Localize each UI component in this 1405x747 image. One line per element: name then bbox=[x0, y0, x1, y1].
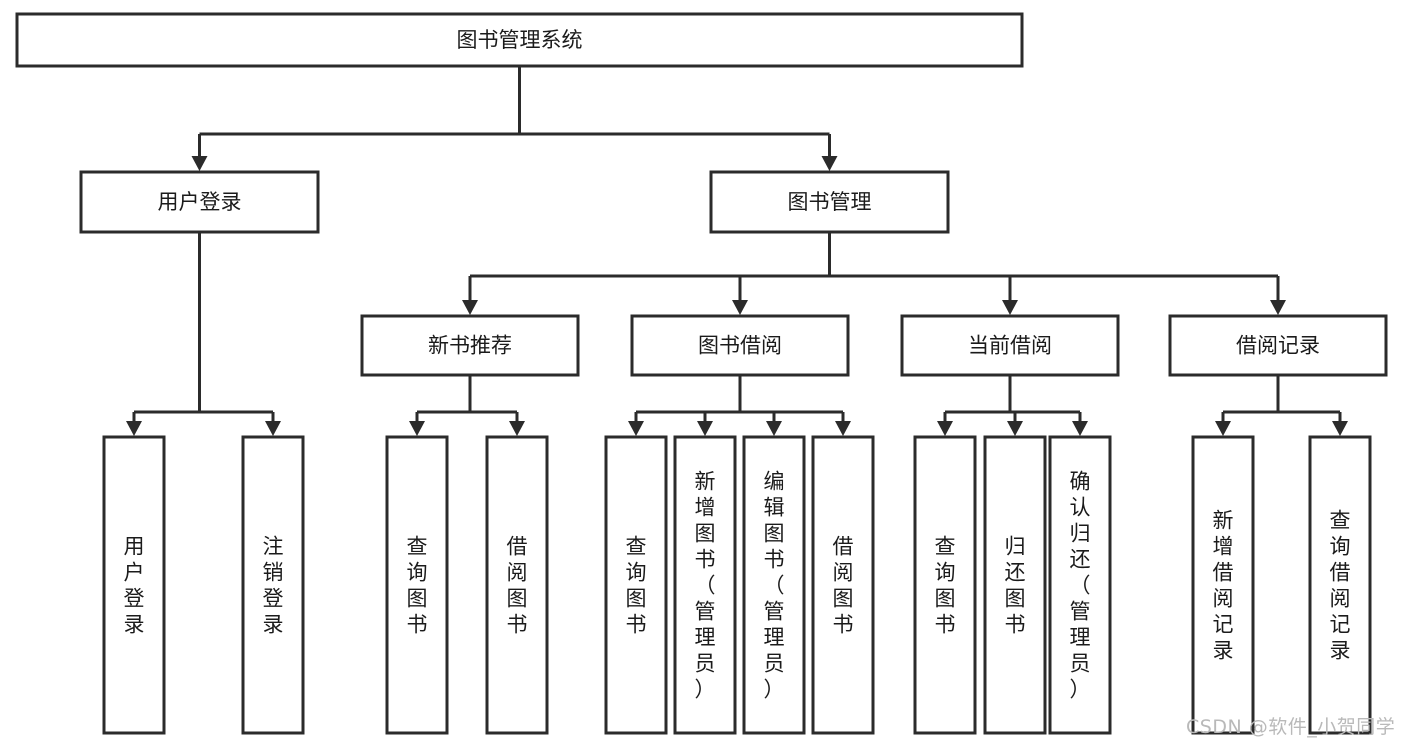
node-box bbox=[900, 314, 1120, 377]
arrow-head-icon bbox=[1002, 300, 1018, 315]
node-label: 借阅图书 bbox=[833, 534, 854, 636]
edges-layer bbox=[126, 66, 1348, 436]
node-box bbox=[1191, 435, 1255, 735]
arrow-head-icon bbox=[462, 300, 478, 315]
node-box bbox=[15, 12, 1024, 68]
node-box bbox=[983, 435, 1047, 735]
arrow-head-icon bbox=[1072, 421, 1088, 436]
node-label: 查询借阅记录 bbox=[1330, 508, 1351, 662]
node-box bbox=[1048, 435, 1112, 735]
arrow-head-icon bbox=[697, 421, 713, 436]
node-box bbox=[913, 435, 977, 735]
node-label: 图书管理 bbox=[788, 190, 872, 214]
arrow-head-icon bbox=[509, 421, 525, 436]
node-l2_b[interactable]: 图书管理 bbox=[709, 170, 950, 234]
node-root[interactable]: 图书管理系统 bbox=[15, 12, 1024, 68]
node-label: 查询图书 bbox=[626, 534, 647, 636]
arrow-head-icon bbox=[628, 421, 644, 436]
node-box bbox=[811, 435, 875, 735]
node-label: 新书推荐 bbox=[428, 334, 512, 358]
node-label: 当前借阅 bbox=[968, 334, 1052, 358]
arrow-head-icon bbox=[409, 421, 425, 436]
node-label: 借阅图书 bbox=[507, 534, 528, 636]
node-leaf_c4[interactable]: 借阅图书 bbox=[811, 435, 875, 735]
node-box bbox=[102, 435, 166, 735]
arrow-head-icon bbox=[835, 421, 851, 436]
node-leaf_d3[interactable]: 确认归还（管理员） bbox=[1048, 435, 1112, 735]
node-label: 用户登录 bbox=[158, 190, 242, 214]
node-label: 借阅记录 bbox=[1236, 334, 1320, 358]
arrow-head-icon bbox=[126, 421, 142, 436]
node-label: 编辑图书（管理员） bbox=[764, 469, 785, 701]
node-label: 图书管理系统 bbox=[457, 28, 583, 52]
node-label: 查询图书 bbox=[407, 534, 428, 636]
node-label: 注销登录 bbox=[263, 534, 284, 636]
arrow-head-icon bbox=[191, 156, 208, 171]
node-leaf_d2[interactable]: 归还图书 bbox=[983, 435, 1047, 735]
arrow-head-icon bbox=[766, 421, 782, 436]
node-leaf_d1[interactable]: 查询图书 bbox=[913, 435, 977, 735]
node-label: 查询图书 bbox=[935, 534, 956, 636]
node-l3_c[interactable]: 当前借阅 bbox=[900, 314, 1120, 377]
node-box bbox=[241, 435, 305, 735]
node-box bbox=[709, 170, 950, 234]
node-leaf_c1[interactable]: 查询图书 bbox=[604, 435, 668, 735]
node-box bbox=[360, 314, 580, 377]
node-leaf_e2[interactable]: 查询借阅记录 bbox=[1308, 435, 1372, 735]
node-box bbox=[1168, 314, 1388, 377]
arrow-head-icon bbox=[821, 156, 838, 171]
node-box bbox=[1308, 435, 1372, 735]
node-l3_b[interactable]: 图书借阅 bbox=[630, 314, 850, 377]
node-label: 图书借阅 bbox=[698, 334, 782, 358]
node-leaf_b1[interactable]: 查询图书 bbox=[385, 435, 449, 735]
arrow-head-icon bbox=[732, 300, 748, 315]
node-leaf_a1[interactable]: 用户登录 bbox=[102, 435, 166, 735]
node-label: 新增借阅记录 bbox=[1213, 508, 1234, 662]
node-box bbox=[742, 435, 806, 735]
node-box bbox=[79, 170, 320, 234]
node-leaf_e1[interactable]: 新增借阅记录 bbox=[1191, 435, 1255, 735]
node-l3_d[interactable]: 借阅记录 bbox=[1168, 314, 1388, 377]
node-leaf_c3[interactable]: 编辑图书（管理员） bbox=[742, 435, 806, 735]
node-box bbox=[673, 435, 737, 735]
node-leaf_c2[interactable]: 新增图书（管理员） bbox=[673, 435, 737, 735]
node-label: 归还图书 bbox=[1005, 534, 1026, 636]
arrow-head-icon bbox=[1270, 300, 1286, 315]
node-l2_a[interactable]: 用户登录 bbox=[79, 170, 320, 234]
node-label: 新增图书（管理员） bbox=[695, 469, 716, 701]
arrow-head-icon bbox=[265, 421, 281, 436]
arrow-head-icon bbox=[1007, 421, 1023, 436]
arrow-head-icon bbox=[937, 421, 953, 436]
node-leaf_a2[interactable]: 注销登录 bbox=[241, 435, 305, 735]
node-box bbox=[485, 435, 549, 735]
nodes-layer: 图书管理系统用户登录图书管理新书推荐图书借阅当前借阅借阅记录用户登录注销登录查询… bbox=[15, 12, 1388, 735]
node-box bbox=[385, 435, 449, 735]
node-box bbox=[630, 314, 850, 377]
node-box bbox=[604, 435, 668, 735]
arrow-head-icon bbox=[1332, 421, 1348, 436]
node-leaf_b2[interactable]: 借阅图书 bbox=[485, 435, 549, 735]
node-label: 用户登录 bbox=[124, 534, 145, 636]
arrow-head-icon bbox=[1215, 421, 1231, 436]
node-l3_a[interactable]: 新书推荐 bbox=[360, 314, 580, 377]
node-label: 确认归还（管理员） bbox=[1070, 469, 1091, 701]
